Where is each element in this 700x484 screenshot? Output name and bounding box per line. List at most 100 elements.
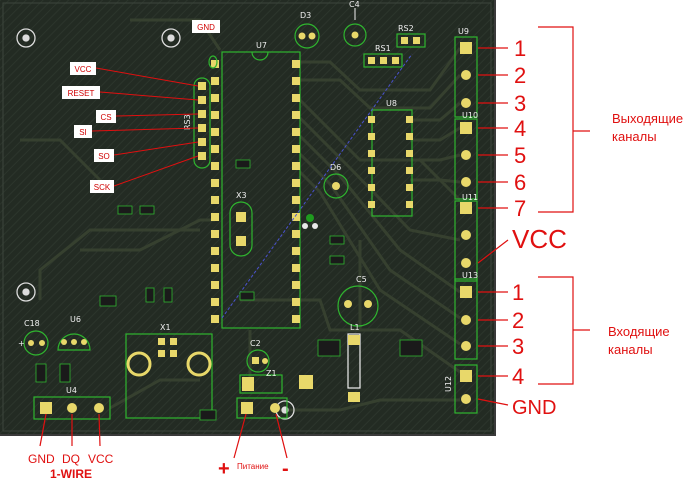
u7-pin — [292, 247, 300, 255]
c2-capacitor — [246, 349, 270, 373]
c4-capacitor — [343, 8, 367, 47]
isp-pin-label: SCK — [94, 183, 111, 192]
output-channel-number: 7 — [514, 196, 526, 221]
u7-pin — [211, 77, 219, 85]
u8-pin — [368, 184, 375, 191]
onewire-gnd: GND — [28, 452, 55, 466]
isp-pad — [198, 138, 206, 146]
u4-label: U4 — [66, 386, 77, 395]
isp-pad — [198, 82, 206, 90]
output-pad — [461, 230, 471, 240]
l1-label: L1 — [350, 323, 360, 332]
isp-pin-label: SI — [79, 128, 87, 137]
u7-pin — [211, 60, 219, 68]
u7-pin — [292, 315, 300, 323]
output-channel-number: 6 — [514, 170, 526, 195]
input-pad — [460, 370, 472, 382]
output-pad — [461, 150, 471, 160]
isp-pad — [198, 124, 206, 132]
c5-capacitor — [337, 285, 379, 327]
u8-pin — [368, 201, 375, 208]
output-pad — [461, 70, 471, 80]
onewire-dq: DQ — [62, 452, 80, 466]
isp-tag-box — [94, 149, 114, 162]
rs1-label: RS1 — [375, 44, 391, 53]
input-pad — [461, 315, 471, 325]
output-pad — [460, 42, 472, 54]
l1-inductor — [347, 333, 361, 402]
board-outline — [2, 2, 492, 432]
c4-label: C4 — [349, 0, 360, 9]
u7-pin — [211, 179, 219, 187]
u7-pin — [292, 145, 300, 153]
output-pad — [460, 122, 472, 134]
svg-text:+: + — [18, 339, 25, 348]
c-small-outline — [208, 55, 218, 69]
z1-label: Z1 — [266, 369, 277, 378]
u7-pin — [211, 196, 219, 204]
u7-chip — [211, 51, 301, 329]
isp-tag-box — [74, 125, 92, 138]
gnd-tag-box — [192, 20, 220, 33]
u7-pin — [211, 281, 219, 289]
u7-pin — [292, 128, 300, 136]
u8-pin — [406, 167, 413, 174]
isp-pad — [198, 96, 206, 104]
u8-pin — [406, 201, 413, 208]
u7-pin — [211, 247, 219, 255]
isp-leader-line — [91, 127, 199, 132]
power-connector — [236, 397, 288, 419]
u7-pin — [211, 111, 219, 119]
onewire-vcc-line — [98, 413, 101, 447]
power-plus: + — [218, 458, 230, 480]
c18-capacitor: + — [18, 330, 49, 356]
u7-pin — [211, 298, 219, 306]
gnd-label: GND — [512, 397, 556, 419]
x3-label: X3 — [236, 191, 247, 200]
u7-pin — [292, 94, 300, 102]
onewire-title: 1-WIRE — [50, 467, 92, 481]
u7-pin — [292, 77, 300, 85]
x1-label: X1 — [160, 323, 171, 332]
isp-tag-box — [70, 62, 96, 75]
power-minus: - — [282, 458, 289, 480]
output-pad — [461, 258, 471, 268]
isp-pin-label: SO — [98, 152, 110, 161]
u8-pin — [368, 116, 375, 123]
u8-pin — [368, 167, 375, 174]
output-channel-number: 4 — [514, 116, 526, 141]
u8-label: U8 — [386, 99, 397, 108]
u7-pin — [211, 264, 219, 272]
output-connectors — [454, 36, 478, 282]
highlight-pad — [302, 214, 318, 229]
u7-pin — [211, 162, 219, 170]
output-channel-number: 2 — [514, 63, 526, 88]
u7-pin — [211, 145, 219, 153]
inputs-title-1: Входящие — [608, 324, 670, 339]
u7-pin — [292, 196, 300, 204]
output-pad — [461, 98, 471, 108]
input-pad — [460, 286, 472, 298]
rs3-label: RS3 — [183, 114, 192, 130]
isp-pad — [198, 152, 206, 160]
smd-pads — [35, 159, 423, 421]
u6-label: U6 — [70, 315, 81, 324]
u7-pin — [292, 298, 300, 306]
d6-transistor — [323, 173, 349, 199]
u12-label: U12 — [444, 376, 453, 392]
c2-label: C2 — [250, 339, 261, 348]
inputs-bracket — [538, 276, 574, 385]
gnd-leader-line — [477, 398, 509, 406]
vcc-label: VCC — [512, 224, 567, 254]
isp-leader-line — [115, 113, 199, 117]
outputs-bracket — [538, 26, 574, 213]
rs1-header — [363, 53, 403, 68]
isp-tag-box — [62, 86, 100, 99]
onewire-gnd-line — [39, 413, 47, 447]
onewire-vcc: VCC — [88, 452, 114, 466]
inputs-title-2: каналы — [608, 342, 653, 357]
output-channel-number: 5 — [514, 143, 526, 168]
ratsnest-line — [221, 53, 413, 319]
